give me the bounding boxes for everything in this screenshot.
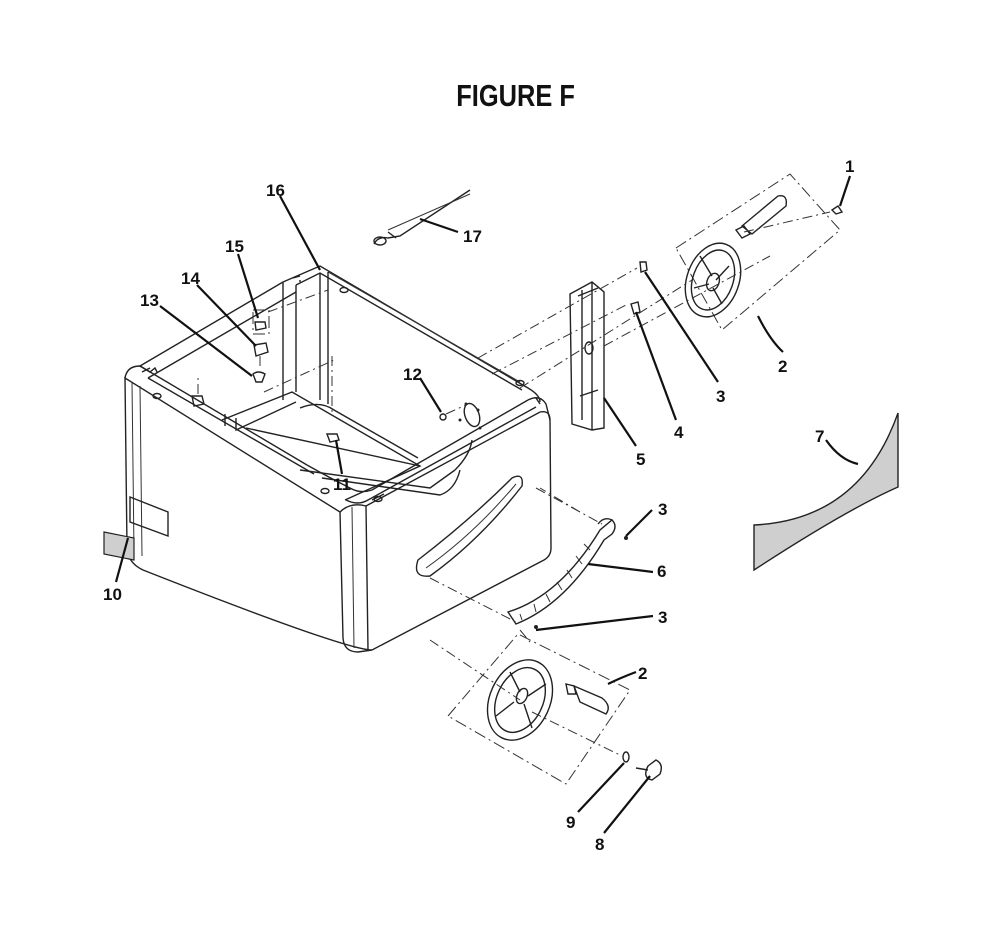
callout-6: 6 xyxy=(657,562,666,581)
callout-2-lower: 2 xyxy=(638,664,647,683)
part-3-4-screws-upper xyxy=(630,261,648,315)
callout-15: 15 xyxy=(225,237,244,256)
callout-1: 1 xyxy=(845,157,854,176)
part-7-panel xyxy=(753,412,899,572)
upper-handwheel xyxy=(675,173,844,331)
callout-9: 9 xyxy=(566,813,575,832)
callout-11: 11 xyxy=(333,475,351,494)
hardware-stack-13-15 xyxy=(252,309,270,383)
callout-labels: 1 2 3 4 5 7 3 6 3 2 9 8 10 11 12 13 14 1… xyxy=(103,157,854,854)
callout-7: 7 xyxy=(815,427,824,446)
callout-17: 17 xyxy=(463,227,482,246)
figure-title: FIGURE F xyxy=(456,78,575,113)
part-10-label xyxy=(103,531,135,561)
callout-8: 8 xyxy=(595,835,604,854)
callout-13: 13 xyxy=(140,291,159,310)
stand-base xyxy=(124,265,552,653)
callout-16: 16 xyxy=(266,181,285,200)
callout-14: 14 xyxy=(181,269,200,288)
callout-4: 4 xyxy=(674,423,684,442)
callout-12: 12 xyxy=(403,365,422,384)
callout-3-lower: 3 xyxy=(658,608,667,627)
part-17-cable xyxy=(373,189,471,246)
part-5-bracket xyxy=(569,281,605,431)
callout-5: 5 xyxy=(636,450,645,469)
lower-handwheel xyxy=(447,633,663,785)
callout-3-middle: 3 xyxy=(658,500,667,519)
part-6-scale xyxy=(506,517,628,629)
callout-2-upper: 2 xyxy=(778,357,787,376)
leader-lines xyxy=(114,175,859,834)
callout-3-upper: 3 xyxy=(716,387,725,406)
part-12-screw xyxy=(439,403,469,421)
callout-10: 10 xyxy=(103,585,122,604)
